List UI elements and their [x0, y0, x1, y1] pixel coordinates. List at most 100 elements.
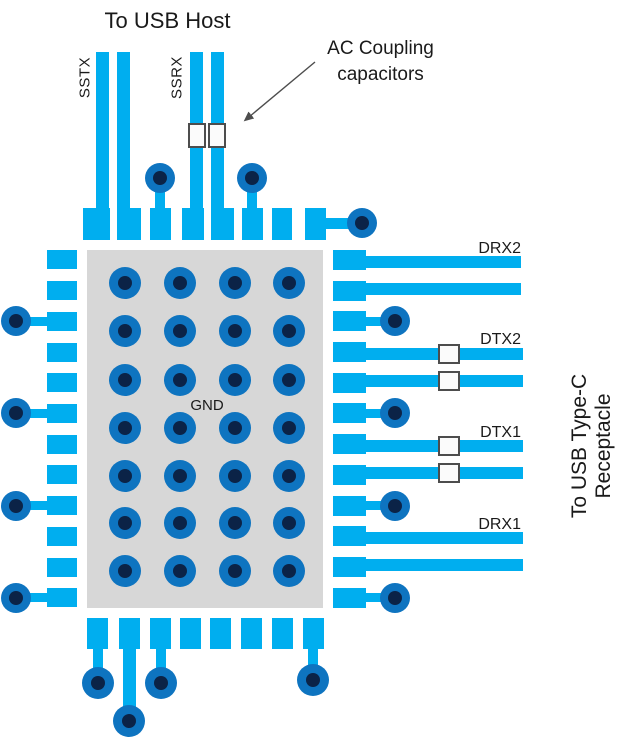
pad-top-5 — [211, 208, 234, 240]
gnd-via-r4c1-core — [118, 421, 132, 435]
cap-ssrx-b — [208, 123, 226, 148]
cap-dtx2-b — [438, 371, 460, 391]
stem-left-3 — [16, 501, 47, 510]
gnd-via-r7c4-core — [282, 564, 296, 578]
pad-right-10 — [333, 526, 366, 546]
gnd-via-r4c3-core — [228, 421, 242, 435]
gnd-via-r2c1 — [109, 315, 141, 347]
gnd-via-r5c2 — [164, 460, 196, 492]
gnd-via-r1c4-core — [282, 276, 296, 290]
via-top-left-core — [153, 171, 167, 185]
via-top-right-core — [355, 216, 369, 230]
pad-left-1 — [47, 250, 77, 269]
gnd-via-r3c3 — [219, 364, 251, 396]
ssrx-label: SSRX — [168, 56, 186, 99]
pad-top-4 — [182, 208, 204, 240]
pad-right-7 — [333, 434, 366, 454]
via-right-3 — [380, 491, 410, 521]
via-left-1-core — [9, 314, 23, 328]
gnd-via-r4c4 — [273, 412, 305, 444]
pad-top-8 — [305, 208, 326, 240]
dtx2-label: DTX2 — [480, 331, 521, 348]
gnd-via-r5c4 — [273, 460, 305, 492]
pad-bottom-8 — [303, 618, 324, 649]
via-top-left — [145, 163, 175, 193]
pad-right-8 — [333, 465, 366, 485]
via-bottom-1 — [82, 667, 114, 699]
via-right-3-core — [388, 499, 402, 513]
pad-bottom-7 — [272, 618, 293, 649]
gnd-via-r3c2 — [164, 364, 196, 396]
gnd-via-r4c1 — [109, 412, 141, 444]
cap-dtx1-a — [438, 436, 460, 456]
stem-left-1 — [16, 317, 47, 326]
via-right-2-core — [388, 406, 402, 420]
via-left-3 — [1, 491, 31, 521]
gnd-via-r7c3-core — [228, 564, 242, 578]
pad-right-5 — [333, 373, 366, 393]
via-right-2 — [380, 398, 410, 428]
gnd-label: GND — [190, 397, 224, 414]
drx2-label: DRX2 — [478, 240, 521, 257]
pad-right-1 — [333, 250, 366, 270]
trace-drx1-b — [365, 559, 523, 571]
via-left-3-core — [9, 499, 23, 513]
gnd-via-r6c2 — [164, 507, 196, 539]
pad-left-10 — [47, 527, 77, 546]
pad-top-3 — [150, 208, 171, 240]
gnd-via-r3c3-core — [228, 373, 242, 387]
pad-bottom-3 — [150, 618, 171, 649]
gnd-via-r6c3 — [219, 507, 251, 539]
gnd-via-r2c3 — [219, 315, 251, 347]
gnd-via-r3c4 — [273, 364, 305, 396]
pad-right-9 — [333, 496, 366, 516]
via-bottom-4 — [297, 664, 329, 696]
trace-drx2-b — [365, 283, 521, 295]
drx1-label: DRX1 — [478, 516, 521, 533]
side-label-line1: To USB Type-C — [568, 373, 591, 519]
via-stem-top-left — [155, 178, 165, 210]
sstx-trace-b — [117, 52, 130, 212]
title-to-usb-host: To USB Host — [104, 8, 231, 33]
via-left-4 — [1, 583, 31, 613]
ac-coupling-line2: capacitors — [337, 64, 424, 85]
pad-top-6 — [242, 208, 263, 240]
ac-coupling-line1: AC Coupling — [327, 38, 434, 59]
via-left-4-core — [9, 591, 23, 605]
gnd-via-r1c1-core — [118, 276, 132, 290]
trace-drx1-a — [365, 532, 523, 544]
gnd-via-r5c2-core — [173, 469, 187, 483]
trace-drx2-a — [365, 256, 521, 268]
gnd-via-r7c2 — [164, 555, 196, 587]
pad-right-12 — [333, 588, 366, 608]
via-top-right — [347, 208, 377, 238]
sstx-label: SSTX — [76, 56, 94, 99]
via-bottom-3 — [145, 667, 177, 699]
via-left-2-core — [9, 406, 23, 420]
pad-left-8 — [47, 465, 77, 484]
via-bottom-3-core — [154, 676, 168, 690]
gnd-via-r3c2-core — [173, 373, 187, 387]
pad-left-4 — [47, 343, 77, 362]
gnd-via-r6c1-core — [118, 516, 132, 530]
gnd-via-r6c4-core — [282, 516, 296, 530]
via-left-2 — [1, 398, 31, 428]
pad-right-2 — [333, 281, 366, 301]
side-label-usb-typec-receptacle: To USB Type-C Receptacle — [568, 331, 616, 561]
stem-left-4 — [16, 593, 47, 602]
pad-bottom-2 — [119, 618, 140, 649]
pad-bottom-4 — [180, 618, 201, 649]
pad-right-6 — [333, 403, 366, 423]
dtx1-label: DTX1 — [480, 424, 521, 441]
cap-dtx2-a — [438, 344, 460, 364]
via-top-mid-core — [245, 171, 259, 185]
via-bottom-1-core — [91, 676, 105, 690]
gnd-via-r3c1-core — [118, 373, 132, 387]
pad-right-11 — [333, 557, 366, 577]
cap-ssrx-a — [188, 123, 206, 148]
via-right-4 — [380, 583, 410, 613]
via-top-mid — [237, 163, 267, 193]
gnd-via-r6c3-core — [228, 516, 242, 530]
via-bottom-4-core — [306, 673, 320, 687]
gnd-via-r7c1-core — [118, 564, 132, 578]
